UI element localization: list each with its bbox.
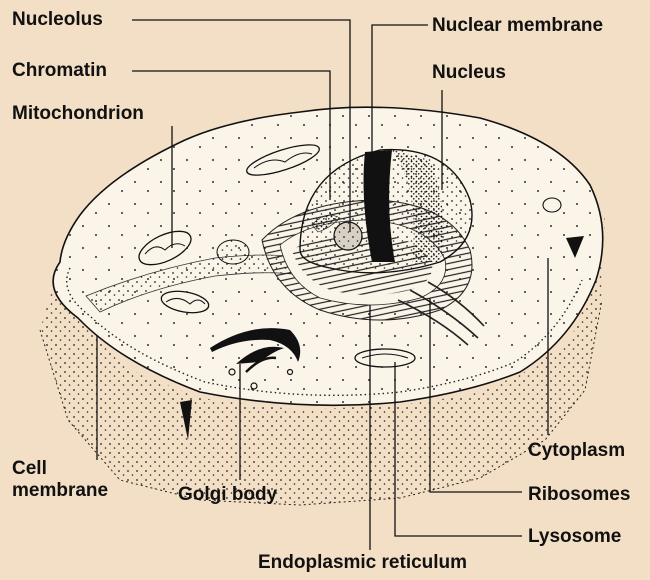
label-nuclear-membrane: Nuclear membrane — [432, 15, 603, 36]
label-endoplasmic-reticulum: Endoplasmic reticulum — [258, 552, 467, 573]
label-cytoplasm: Cytoplasm — [528, 440, 625, 461]
label-mitochondrion: Mitochondrion — [12, 103, 144, 124]
lysosome-shape — [355, 349, 415, 367]
label-ribosomes: Ribosomes — [528, 484, 630, 505]
label-membrane: membrane — [12, 480, 108, 501]
label-nucleolus: Nucleolus — [12, 9, 103, 30]
label-lysosome: Lysosome — [528, 526, 621, 547]
label-golgi-body: Golgi body — [178, 484, 277, 505]
label-chromatin: Chromatin — [12, 60, 107, 81]
label-nucleus: Nucleus — [432, 62, 506, 83]
label-cell: Cell — [12, 458, 47, 479]
